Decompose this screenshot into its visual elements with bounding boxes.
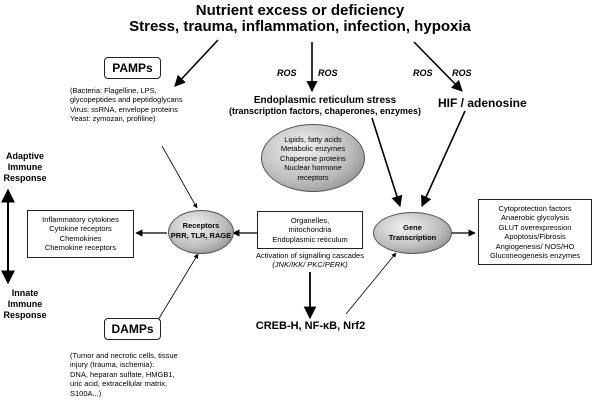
hif-adenosine-label: HIF / adenosine: [438, 96, 527, 110]
pamps-detail-line: glycopeptides and peptidoglycans: [70, 95, 183, 105]
gene-transcription-ellipse: Gene Transcription: [373, 212, 452, 254]
pamps-box: PAMPs: [104, 57, 161, 79]
adaptive-line: Immune: [7, 162, 43, 172]
outcome-line: Apoptosis/Fibrosis: [504, 232, 566, 242]
outcome-line: Cytoprotection factors: [498, 204, 572, 213]
er-components-ellipse: Lipids, fatty acids Metabolic enzymes Ch…: [261, 124, 365, 192]
damps-detail-line: S100A...): [70, 388, 102, 398]
innate-line: Immune: [7, 299, 43, 309]
pamps-detail-line: (Bacteria: Flagelline, LPS,: [70, 86, 157, 95]
organelles-box: Organelles, mitochondria Endoplasmic ret…: [257, 211, 363, 249]
organelle-line: Organelles,: [290, 216, 330, 225]
outcome-line: Angiogenesis/ NOS/HO: [495, 241, 575, 251]
arrow-title-to-hif: [413, 41, 463, 92]
gene-transcription-line: Gene: [403, 223, 422, 232]
adaptive-line: Response: [3, 173, 47, 183]
outcome-line: Gluconeogenesis enzymes: [489, 251, 581, 261]
cytokine-line: Inflammatory cytokines: [42, 215, 119, 224]
er-stress-title: Endoplasmic reticulum stress: [253, 95, 397, 106]
adaptive-immune-response-label: Adaptive Immune Response: [2, 151, 48, 184]
damps-detail-line: injury (trauma, ischemia):: [70, 360, 155, 370]
er-component-line: Metabolic enzymes: [280, 144, 346, 154]
receptors-types: PRR, TLR, RAGE: [170, 231, 232, 240]
ros-label: ROS: [452, 68, 472, 78]
er-stress-subtitle: (transcription factors, chaperones, enzy…: [228, 106, 422, 116]
ros-label: ROS: [277, 68, 297, 78]
title-line-1: Nutrient excess or deficiency: [195, 2, 405, 19]
arrow-creb-to-gene: [345, 252, 397, 315]
gene-transcription-line: Transcription: [388, 233, 437, 242]
damps-box: DAMPs: [104, 318, 161, 340]
organelle-line: Endoplasmic reticulum: [272, 234, 348, 244]
pamps-details: (Bacteria: Flagelline, LPS, glycopeptide…: [70, 86, 220, 124]
damps-detail-line: uric acid, extracellular matrix,: [70, 379, 168, 389]
outcome-line: GLUT overexpression: [498, 222, 572, 232]
receptors-title: Receptors: [182, 221, 220, 230]
outcome-line: Anaerobic glycolysis: [501, 213, 569, 223]
ros-label: ROS: [413, 68, 433, 78]
arrow-damps-to-receptors: [157, 253, 199, 321]
er-component-line: Chaperone proteins: [280, 153, 346, 163]
innate-line: Innate: [11, 288, 39, 298]
ros-label: ROS: [318, 68, 338, 78]
innate-immune-response-label: Innate Immune Response: [2, 288, 48, 321]
title-line-2: Stress, trauma, inflammation, infection,…: [129, 18, 471, 35]
cytokine-line: Chemokines: [59, 233, 102, 243]
arrow-pamps-to-receptors: [161, 145, 198, 209]
cytokine-line: Chemokine receptors: [44, 243, 117, 253]
organelle-line: mitochondria: [288, 225, 332, 235]
arrow-er-to-gene: [371, 117, 403, 208]
receptors-ellipse: Receptors PRR, TLR, RAGE: [168, 210, 234, 254]
signalling-pathways: (JNK/IKK/ PKC/PERK): [254, 260, 366, 269]
outcomes-box: Cytoprotection factors Anaerobic glycoly…: [478, 199, 592, 265]
signalling-pathways-text: (JNK/IKK/ PKC/PERK): [272, 260, 348, 269]
creb-nfkb-nrf2-label: CREB-H, NF-κB, Nrf2: [255, 320, 366, 332]
damps-detail-line: DNA, heparan sulfate, HMGB1,: [70, 369, 175, 379]
innate-line: Response: [3, 310, 47, 320]
er-component-line: receptors: [297, 172, 329, 182]
damps-details: (Tumor and necrotic cells, tissue injury…: [70, 351, 220, 398]
arrow-hif-to-gene: [421, 110, 466, 208]
damps-detail-line: (Tumor and necrotic cells, tissue: [70, 351, 178, 360]
cytokine-line: Cytokine receptors: [49, 224, 112, 234]
adaptive-line: Adaptive: [5, 151, 44, 161]
signalling-line: Activation of signalling cascades: [256, 251, 364, 260]
pamps-detail-line: Virus: ssRNA, envelope proteins: [70, 104, 178, 114]
signalling-cascades-label: Activation of signalling cascades (JNK/I…: [254, 251, 366, 269]
arrow-title-to-pamps-area: [174, 39, 219, 87]
pamps-detail-line: Yeast: zymozan, profiline): [70, 114, 156, 124]
er-component-line: Lipids, fatty acids: [284, 135, 342, 144]
cytokines-box: Inflammatory cytokines Cytokine receptor…: [27, 210, 134, 258]
er-component-line: Nuclear hormone: [284, 163, 342, 173]
